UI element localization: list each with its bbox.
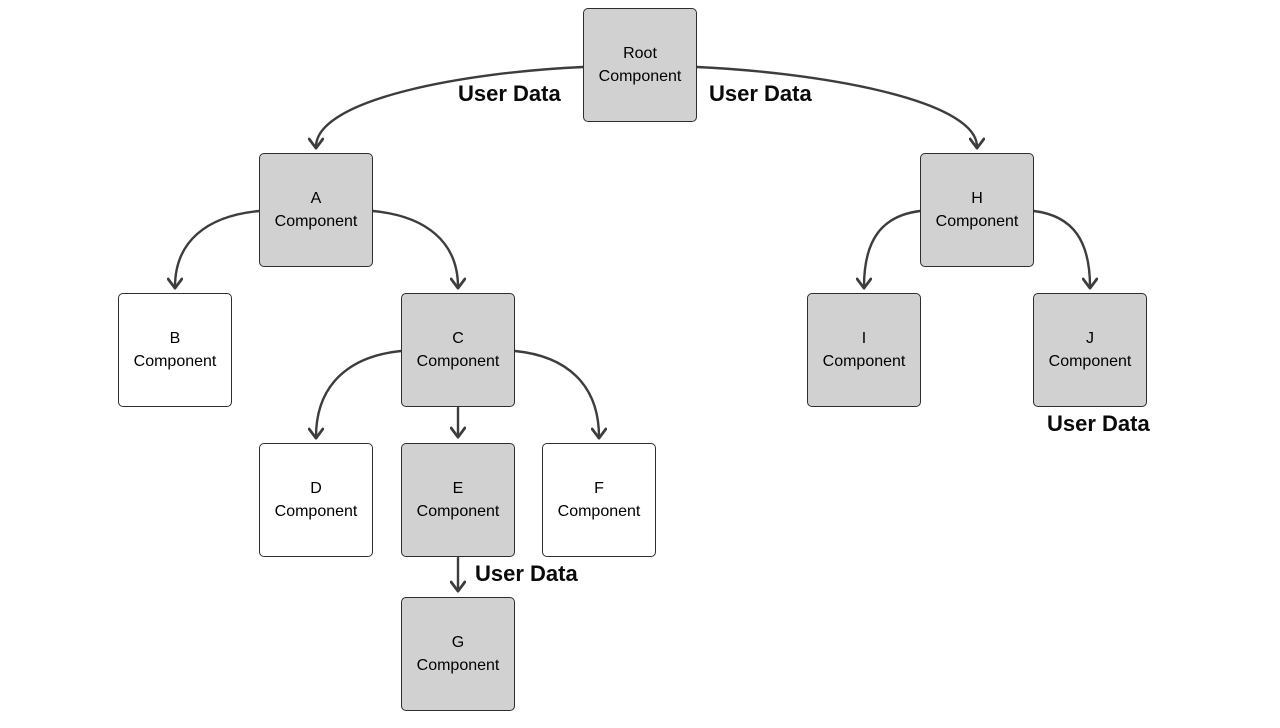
edge-label-user-data-root-h: User Data [709, 81, 812, 106]
node-a-component: A Component [259, 153, 373, 267]
edge-h-to-i [864, 209, 922, 287]
node-a-line1: A [310, 190, 322, 207]
edge-h-to-j [1032, 209, 1090, 287]
node-j-line2: Component [1048, 353, 1132, 370]
node-b-component: B Component [118, 293, 232, 407]
node-f-component: F Component [542, 443, 656, 557]
edge-a-to-b [175, 209, 261, 287]
node-g-line2: Component [416, 657, 500, 674]
node-j-component: J Component [1033, 293, 1147, 407]
node-h-line1: H [971, 190, 983, 207]
edge-c-to-f [513, 349, 599, 437]
node-g-line1: G [451, 634, 465, 651]
node-d-line2: Component [274, 503, 358, 520]
node-d-component: D Component [259, 443, 373, 557]
node-a-line2: Component [274, 213, 358, 230]
node-i-line1: I [861, 330, 867, 347]
edge-label-user-data-root-a: User Data [458, 81, 561, 106]
node-c-component: C Component [401, 293, 515, 407]
node-c-line1: C [452, 330, 464, 347]
node-f-line1: F [594, 480, 604, 497]
node-h-line2: Component [935, 213, 1019, 230]
edge-root-to-a [316, 65, 585, 147]
node-b-line2: Component [133, 353, 217, 370]
node-root-line1: Root [623, 45, 657, 62]
node-i-component: I Component [807, 293, 921, 407]
node-c-line2: Component [416, 353, 500, 370]
edge-a-to-c [371, 209, 458, 287]
node-root-line2: Component [598, 68, 682, 85]
node-h-component: H Component [920, 153, 1034, 267]
edge-label-user-data-h-j: User Data [1047, 411, 1150, 436]
node-root-component: Root Component [583, 8, 697, 122]
edge-c-to-d [316, 349, 403, 437]
node-g-component: G Component [401, 597, 515, 711]
node-f-line2: Component [557, 503, 641, 520]
node-d-line1: D [310, 480, 322, 497]
node-b-line1: B [169, 330, 181, 347]
node-e-line1: E [452, 480, 464, 497]
edge-label-user-data-e-g: User Data [475, 561, 578, 586]
node-i-line2: Component [822, 353, 906, 370]
node-e-component: E Component [401, 443, 515, 557]
node-e-line2: Component [416, 503, 500, 520]
edge-root-to-h [695, 65, 977, 147]
node-j-line1: J [1086, 330, 1094, 347]
